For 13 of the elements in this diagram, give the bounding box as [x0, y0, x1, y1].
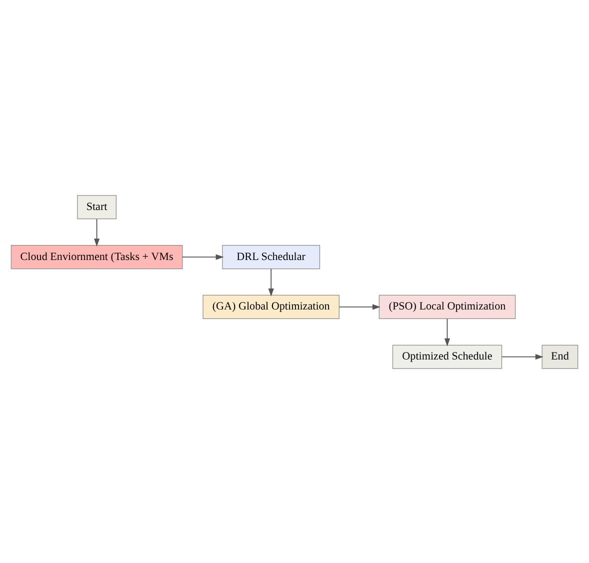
node-box: Start — [77, 194, 116, 219]
node-box: (GA) Global Optimization — [202, 294, 340, 318]
node-box: End — [542, 344, 578, 368]
arrow — [501, 354, 544, 360]
arrow — [268, 268, 274, 296]
arrow — [338, 304, 380, 310]
arrow — [94, 218, 100, 246]
node-box: Optimized Schedule — [392, 344, 502, 368]
arrow — [444, 318, 450, 346]
node-box: (PSO) Local Optimization — [378, 294, 516, 318]
node-box: DRL Schedular — [222, 244, 320, 269]
arrow — [182, 254, 224, 260]
node-box: Cloud Enviornment (Tasks + VMs — [10, 244, 183, 269]
